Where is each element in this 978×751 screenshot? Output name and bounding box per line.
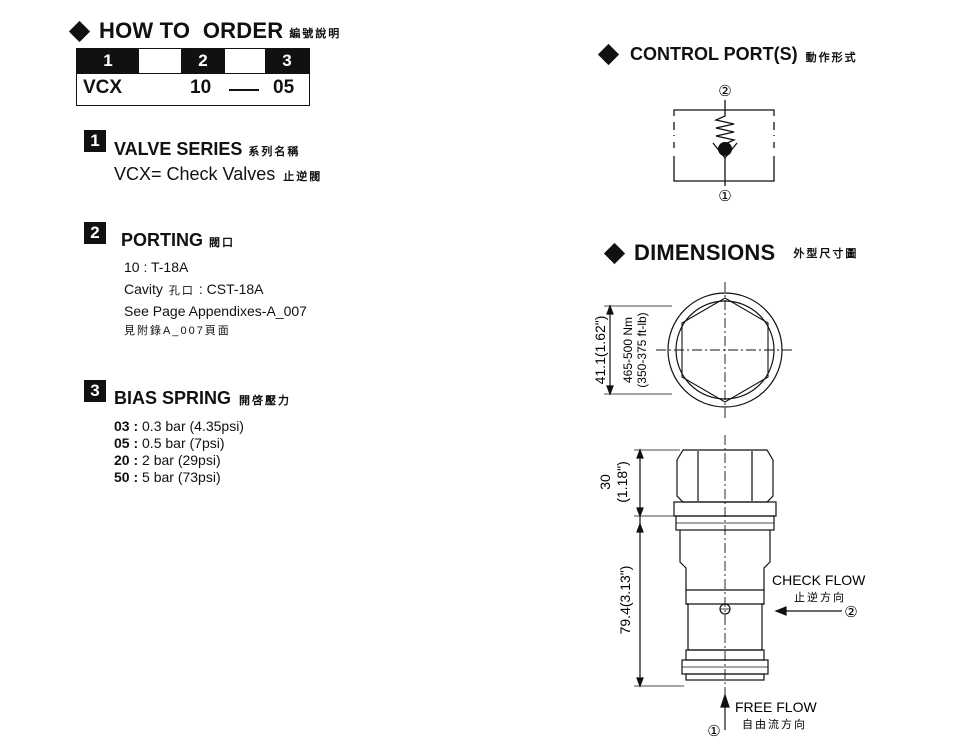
valve-series-desc: VCX= Check Valves bbox=[114, 164, 276, 184]
section-number-2: 2 bbox=[84, 222, 106, 244]
order-value-spring: 05 bbox=[273, 77, 295, 98]
diamond-icon bbox=[597, 43, 620, 66]
valve-series-title: VALVE SERIES bbox=[114, 139, 243, 159]
dimensions-title-cjk: 外型尺寸圖 bbox=[793, 248, 859, 260]
porting-cavity-value: : CST-18A bbox=[198, 281, 264, 297]
valve-series-title-cjk: 系列名稱 bbox=[248, 146, 301, 158]
bias-spring-title: BIAS SPRING bbox=[114, 388, 232, 408]
spring-option: 20 : 2 bar (29psi) bbox=[114, 452, 244, 469]
porting-cavity-cjk: 孔口 bbox=[168, 285, 195, 297]
spring-option-code: 20 : bbox=[114, 452, 139, 468]
valve-series-section: 1 bbox=[84, 130, 106, 152]
check-ball bbox=[718, 142, 732, 156]
dimensions-header: DIMENSIONS 外型尺寸圖 bbox=[603, 240, 859, 266]
check-flow-cjk: 止逆方向 bbox=[794, 590, 846, 604]
symbol-port-1-label: ① bbox=[718, 188, 731, 205]
section-number-3: 3 bbox=[84, 380, 106, 402]
porting-section: 2 bbox=[84, 222, 106, 244]
torque-nm-label: 465-500 Nm bbox=[621, 317, 635, 383]
how-to-order-title-cjk: 編號說明 bbox=[289, 28, 342, 40]
free-flow-port: ① bbox=[707, 723, 720, 740]
spring-option-code: 03 : bbox=[114, 418, 139, 434]
order-col-3: 3 bbox=[265, 49, 309, 73]
order-col-2: 2 bbox=[181, 49, 225, 73]
dimension-drawing: 41.1(1.62") 465-500 Nm (350-375 ft-lb) 3… bbox=[592, 282, 866, 740]
spring-option: 05 : 0.5 bar (7psi) bbox=[114, 435, 244, 452]
porting-title: PORTING bbox=[121, 230, 204, 250]
order-value-porting: 10 bbox=[190, 77, 212, 98]
order-col-1: 1 bbox=[77, 49, 139, 73]
porting-line-3: See Page Appendixes-A_007 bbox=[124, 303, 307, 319]
porting-line-4: 見附錄A_007頁面 bbox=[124, 325, 231, 337]
bias-spring-title-row: BIAS SPRING 開啓壓力 bbox=[114, 388, 291, 409]
how-to-order-header: HOW TO ORDER 編號說明 bbox=[68, 18, 342, 44]
cap-height-mm-label: 30 bbox=[597, 474, 613, 490]
porting-cavity-label: Cavity bbox=[124, 281, 163, 297]
order-dash bbox=[229, 89, 259, 91]
spring-option-code: 05 : bbox=[114, 435, 139, 451]
spring-option-desc: 0.5 bar (7psi) bbox=[142, 435, 225, 451]
control-ports-header: CONTROL PORT(S) 動作形式 bbox=[597, 43, 858, 66]
control-ports-title-cjk: 動作形式 bbox=[805, 51, 858, 64]
spring-option-desc: 0.3 bar (4.35psi) bbox=[142, 418, 244, 434]
valve-series-desc-row: VCX= Check Valves 止逆閥 bbox=[114, 164, 322, 185]
dimensions-title: DIMENSIONS bbox=[634, 240, 776, 265]
hex-height-label: 41.1(1.62") bbox=[592, 316, 608, 385]
porting-title-row: PORTING 閥口 bbox=[121, 230, 235, 251]
how-to-order-title: HOW TO ORDER bbox=[99, 18, 284, 43]
body-length-label: 79.4(3.13") bbox=[617, 566, 633, 635]
check-valve-symbol: ② ① bbox=[673, 83, 775, 205]
spring-option-code: 50 : bbox=[114, 469, 139, 485]
control-ports-title: CONTROL PORT(S) bbox=[630, 44, 798, 64]
cap-height-in-label: (1.18") bbox=[614, 461, 630, 503]
section-number-1: 1 bbox=[84, 130, 106, 152]
order-code-table: 1 2 3 VCX 10 05 bbox=[76, 48, 310, 106]
porting-title-cjk: 閥口 bbox=[209, 237, 236, 249]
free-flow-cjk: 自由流方向 bbox=[742, 717, 807, 731]
porting-line-2: Cavity 孔口 : CST-18A bbox=[124, 281, 264, 298]
spring-option: 03 : 0.3 bar (4.35psi) bbox=[114, 418, 244, 435]
valve-series-title-row: VALVE SERIES 系列名稱 bbox=[114, 139, 300, 160]
order-value-series: VCX bbox=[83, 77, 123, 98]
check-flow-port: ② bbox=[844, 604, 857, 621]
free-flow-label: FREE FLOW bbox=[735, 699, 817, 715]
spring-option-desc: 2 bar (29psi) bbox=[142, 452, 221, 468]
bias-spring-options: 03 : 0.3 bar (4.35psi) 05 : 0.5 bar (7ps… bbox=[114, 418, 244, 486]
porting-line-1: 10 : T-18A bbox=[124, 259, 189, 275]
diamond-icon bbox=[603, 242, 626, 264]
bias-spring-title-cjk: 開啓壓力 bbox=[239, 395, 292, 407]
check-flow-label: CHECK FLOW bbox=[772, 572, 866, 588]
diamond-icon bbox=[68, 20, 91, 42]
order-code-header-row: 1 2 3 bbox=[77, 49, 309, 74]
symbol-port-2-label: ② bbox=[718, 83, 731, 100]
valve-series-desc-cjk: 止逆閥 bbox=[283, 171, 323, 183]
spring-option-desc: 5 bar (73psi) bbox=[142, 469, 221, 485]
torque-ftlb-label: (350-375 ft-lb) bbox=[635, 312, 649, 387]
bias-spring-section: 3 bbox=[84, 380, 106, 402]
spring-option: 50 : 5 bar (73psi) bbox=[114, 469, 244, 486]
